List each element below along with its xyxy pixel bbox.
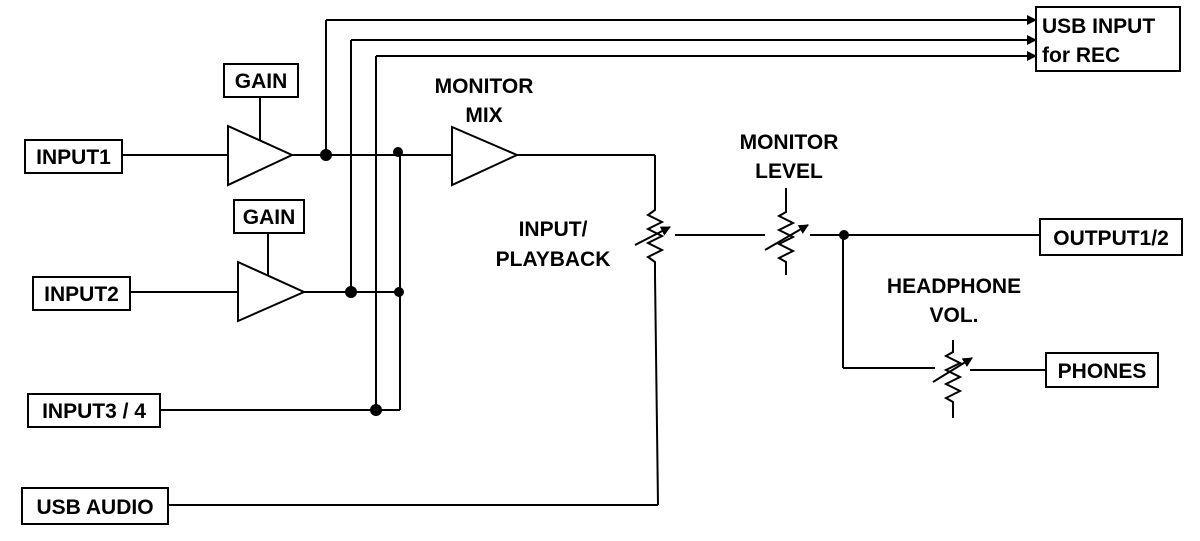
- usb-input-line2: for REC: [1042, 44, 1120, 67]
- input1-label: INPUT1: [36, 146, 111, 169]
- input2-label: INPUT2: [44, 283, 119, 306]
- headphone-vol-pot[interactable]: [932, 340, 973, 418]
- input2-box: INPUT2: [32, 276, 131, 311]
- gain-amp-1: [227, 124, 295, 187]
- monitor-level-label-line1: MONITOR: [740, 131, 839, 154]
- input-playback-label-line2: PLAYBACK: [496, 248, 611, 271]
- wires: [122, 15, 1046, 506]
- phones-box: PHONES: [1045, 352, 1159, 388]
- junction-dots: [320, 147, 849, 416]
- usb-audio-box: USB AUDIO: [21, 487, 169, 525]
- monitor-mix-amp: [451, 125, 520, 187]
- input-playback-pot[interactable]: [634, 195, 671, 275]
- monitor-level-label-line2: LEVEL: [755, 160, 823, 183]
- monitor-mix-label-line1: MONITOR: [435, 75, 534, 98]
- gain-box-2: GAIN: [233, 199, 305, 234]
- gain-2-label: GAIN: [243, 206, 296, 229]
- gain-amp-2: [237, 260, 307, 323]
- monitor-mix-label-line2: MIX: [465, 104, 502, 127]
- gain-1-label: GAIN: [235, 70, 288, 93]
- output12-label: OUTPUT1/2: [1053, 227, 1169, 250]
- headphone-vol-label-line1: HEADPHONE: [887, 275, 1021, 298]
- input1-box: INPUT1: [24, 139, 123, 174]
- input34-box: INPUT3 / 4: [27, 393, 161, 428]
- gain-box-1: GAIN: [223, 63, 299, 98]
- usb-audio-label: USB AUDIO: [36, 496, 153, 519]
- phones-label: PHONES: [1058, 360, 1147, 383]
- headphone-vol-label-line2: VOL.: [929, 304, 978, 327]
- usb-input-box: USB INPUT for REC: [1035, 6, 1181, 72]
- usb-input-line1: USB INPUT: [1042, 15, 1155, 38]
- monitor-level-pot[interactable]: [764, 188, 809, 275]
- output12-box: OUTPUT1/2: [1039, 218, 1183, 256]
- input34-label: INPUT3 / 4: [42, 400, 146, 423]
- input-playback-label-line1: INPUT/: [519, 218, 588, 241]
